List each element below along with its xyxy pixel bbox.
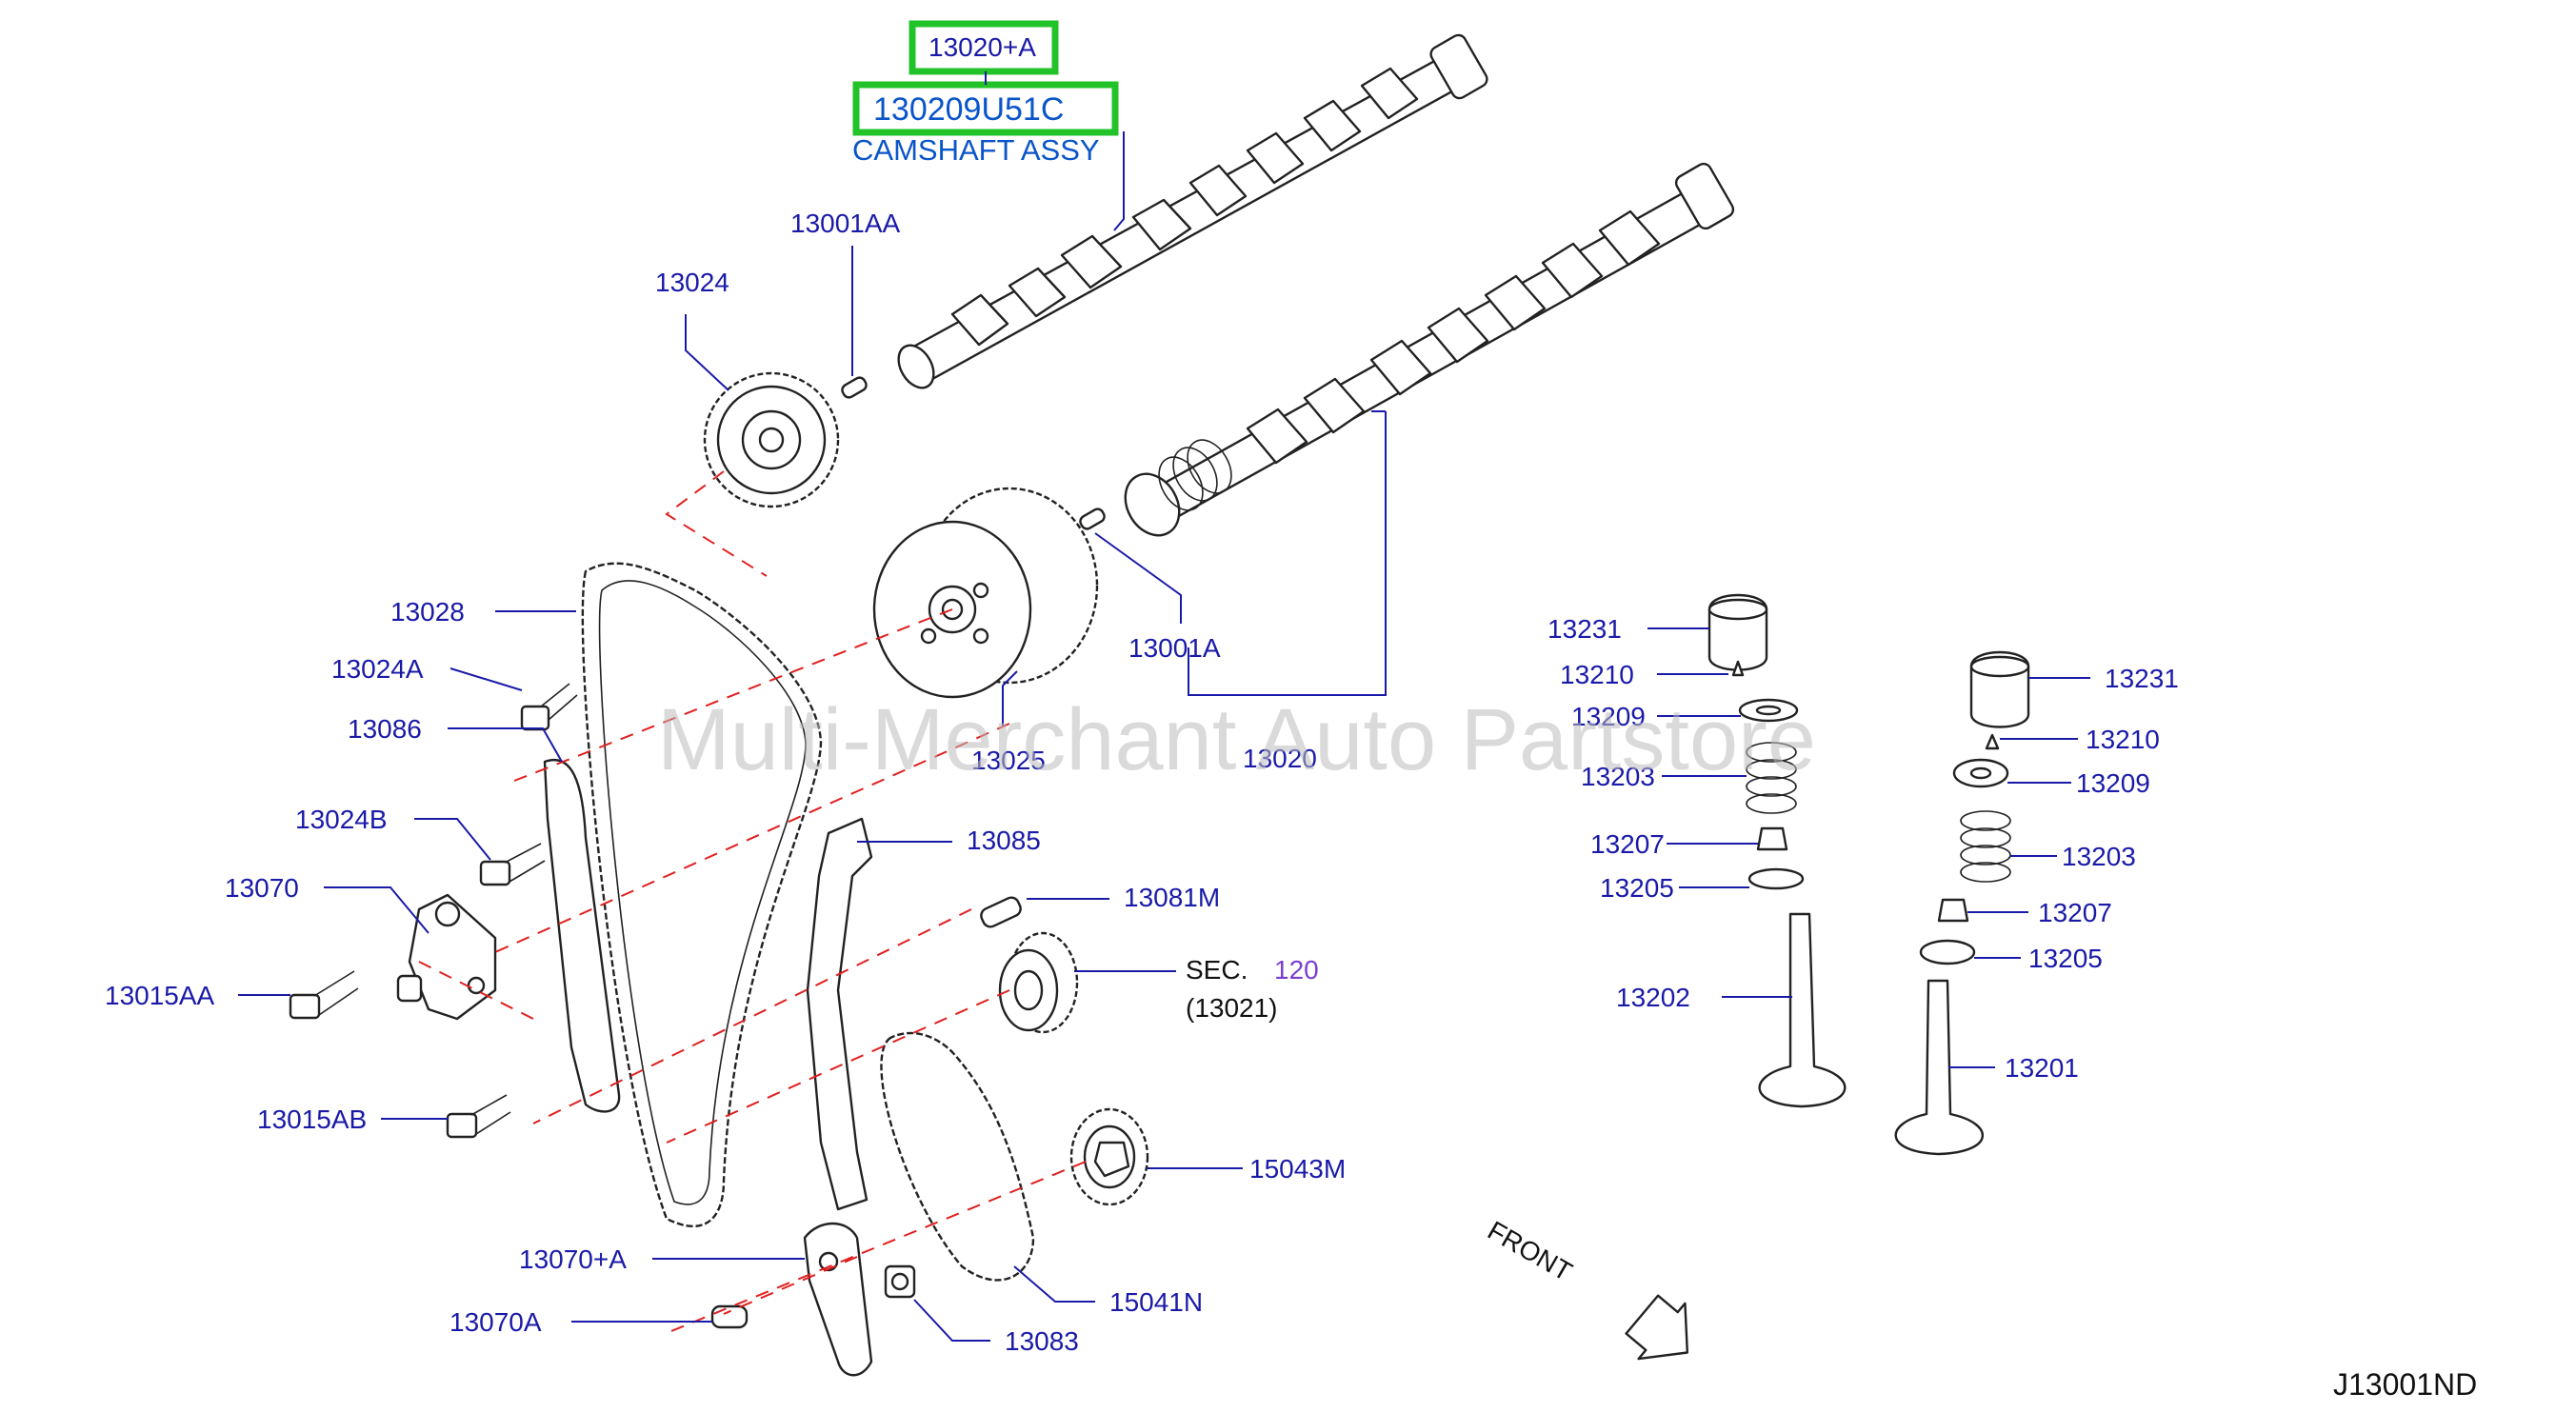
front-label: FRONT bbox=[1483, 1215, 1577, 1286]
camshaft-assy-label[interactable]: CAMSHAFT ASSY bbox=[852, 133, 1100, 167]
part-number-a-label[interactable]: 13020+A bbox=[929, 32, 1036, 62]
label-13024B[interactable]: 13024B bbox=[295, 805, 388, 834]
label-13085[interactable]: 13085 bbox=[967, 826, 1041, 855]
bolt-13015AA bbox=[289, 970, 359, 1020]
lower-camshaft bbox=[1124, 162, 1735, 537]
label-right-13210[interactable]: 13210 bbox=[2086, 725, 2160, 754]
label-left-13203[interactable]: 13203 bbox=[1581, 762, 1655, 791]
pin-13081M bbox=[980, 896, 1022, 928]
label-sec-prefix: SEC. bbox=[1186, 955, 1248, 985]
upper-camshaft bbox=[897, 33, 1488, 389]
oil-pump-tensioner-lever bbox=[803, 1222, 873, 1377]
leader-lines bbox=[238, 246, 2090, 1342]
label-left-13210[interactable]: 13210 bbox=[1560, 660, 1634, 689]
pin-13070A bbox=[710, 1304, 749, 1329]
bolt-13015AB bbox=[446, 1094, 511, 1139]
crank-sprocket bbox=[998, 931, 1079, 1034]
bolt-13024A bbox=[520, 683, 578, 731]
label-left-13202[interactable]: 13202 bbox=[1616, 983, 1690, 1012]
label-13070-plus-a[interactable]: 13070+A bbox=[519, 1244, 627, 1274]
label-left-13205[interactable]: 13205 bbox=[1600, 873, 1674, 903]
label-13015AB[interactable]: 13015AB bbox=[257, 1105, 367, 1134]
exhaust-cam-sprocket bbox=[703, 371, 840, 508]
oil-pump-chain bbox=[880, 1031, 1035, 1282]
right-valve-assembly bbox=[1894, 650, 2030, 1156]
leader-camshaft-assy bbox=[1113, 131, 1125, 231]
alignment-lines bbox=[418, 470, 1087, 1334]
label-right-13209[interactable]: 13209 bbox=[2076, 768, 2150, 798]
oil-pump-sprocket bbox=[1069, 1107, 1149, 1206]
label-right-13205[interactable]: 13205 bbox=[2028, 944, 2103, 973]
label-right-13203[interactable]: 13203 bbox=[2062, 842, 2136, 871]
slack-guide-13085 bbox=[806, 817, 873, 1211]
label-13001AA[interactable]: 13001AA bbox=[790, 209, 901, 238]
label-right-13207[interactable]: 13207 bbox=[2038, 898, 2112, 927]
label-left-13231[interactable]: 13231 bbox=[1548, 614, 1622, 644]
label-13070A[interactable]: 13070A bbox=[449, 1307, 542, 1337]
bolt-13024B bbox=[479, 843, 546, 886]
label-13015AA[interactable]: 13015AA bbox=[105, 981, 215, 1010]
left-valve-assembly bbox=[1707, 593, 1847, 1108]
label-13001A[interactable]: 13001A bbox=[1128, 633, 1221, 663]
dowel-pin-13001A bbox=[1079, 507, 1106, 530]
nut-13083 bbox=[884, 1264, 916, 1299]
watermark: Multi-Merchant Auto Partstore bbox=[657, 691, 1816, 788]
label-13024[interactable]: 13024 bbox=[655, 268, 729, 297]
part-number-b-label[interactable]: 130209U51C bbox=[873, 91, 1064, 128]
label-right-13201[interactable]: 13201 bbox=[2005, 1053, 2079, 1083]
diagram-code: J13001ND bbox=[2333, 1367, 2477, 1402]
label-13028[interactable]: 13028 bbox=[390, 597, 465, 627]
label-13020[interactable]: 13020 bbox=[1243, 744, 1317, 773]
label-sec-ref: (13021) bbox=[1186, 993, 1278, 1023]
intake-vvt-sprocket bbox=[872, 487, 1099, 699]
label-right-13231[interactable]: 13231 bbox=[2105, 664, 2179, 693]
label-13081M[interactable]: 13081M bbox=[1124, 883, 1220, 912]
chain-tensioner bbox=[396, 893, 497, 1021]
label-left-13207[interactable]: 13207 bbox=[1590, 829, 1665, 859]
label-13070[interactable]: 13070 bbox=[225, 873, 299, 903]
label-left-13209[interactable]: 13209 bbox=[1571, 702, 1646, 731]
label-13086[interactable]: 13086 bbox=[348, 714, 422, 744]
label-13083[interactable]: 13083 bbox=[1005, 1326, 1079, 1356]
part-number-a-highlight bbox=[909, 20, 1059, 75]
label-13024A[interactable]: 13024A bbox=[331, 654, 424, 684]
label-sec-number[interactable]: 120 bbox=[1274, 955, 1319, 985]
label-15043M[interactable]: 15043M bbox=[1249, 1154, 1346, 1184]
dowel-pin-13001AA bbox=[841, 376, 868, 399]
label-13025[interactable]: 13025 bbox=[971, 746, 1046, 775]
front-arrow-icon bbox=[1625, 1294, 1689, 1361]
label-15041N[interactable]: 15041N bbox=[1109, 1287, 1203, 1317]
chain-guide-13086 bbox=[543, 759, 621, 1113]
